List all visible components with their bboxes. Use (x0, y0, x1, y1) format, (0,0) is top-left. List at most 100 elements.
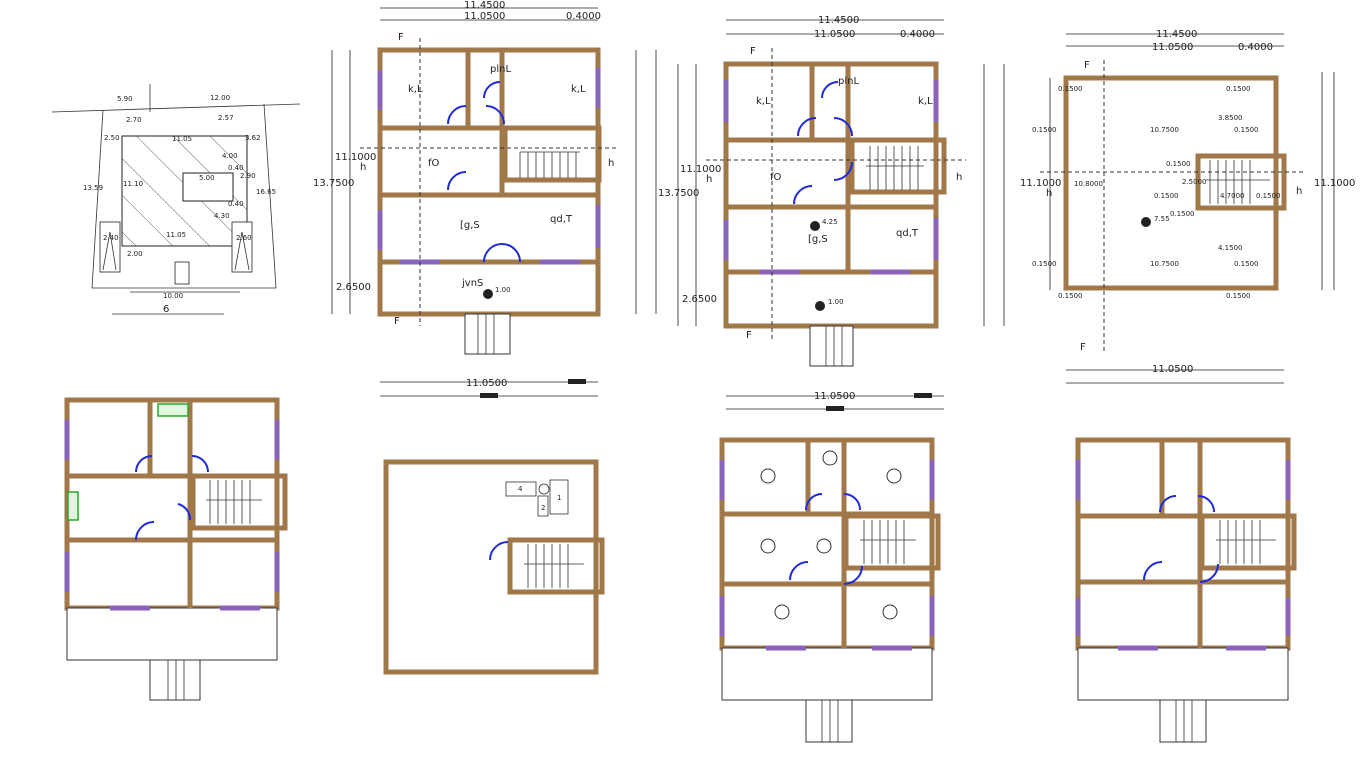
roof-h: h (1046, 188, 1052, 199)
site-dim: 2.60 (236, 234, 252, 242)
plan2-room: plnL (838, 76, 859, 87)
roof-dim: 0.1500 (1226, 85, 1251, 93)
roof-dim-right-side: 11.1000 (1314, 178, 1355, 189)
socket-plan (1075, 437, 1297, 743)
roof-dim: 4.7000 (1220, 192, 1245, 200)
roof-dim-right: 0.4000 (1238, 42, 1273, 53)
roof-dim: 0.1500 (1226, 292, 1251, 300)
site-dim: 3.62 (245, 134, 261, 142)
site-dim: 4.30 (214, 212, 230, 220)
plan1-dim-main: 11.0500 (464, 11, 505, 22)
plan1-dim-left: 13.7500 (313, 178, 354, 189)
plan1-room: [g,S (460, 220, 480, 231)
site-dim: 10.00 (163, 292, 183, 300)
site-scale-label: 6 (163, 304, 169, 315)
site-dim: 0.40 (228, 200, 244, 208)
site-dim: 5.90 (117, 95, 133, 103)
terrace-dim: 11.0500 (466, 378, 507, 389)
roof-dim-left: 11.1000 (1020, 178, 1061, 189)
plan2-dim-low: 2.6500 (682, 294, 717, 305)
plan2-dim-mid: 11.1000 (680, 164, 721, 175)
roof-dim: 10.7500 (1150, 126, 1179, 134)
plan1-dim-low: 2.6500 (336, 282, 371, 293)
plan1-dim-right: 0.4000 (566, 11, 601, 22)
roof-dim: 0.1500 (1170, 210, 1195, 218)
site-dim: 2.70 (126, 116, 142, 124)
roof-h: h (1296, 186, 1302, 197)
plan2-dim-total: 11.4500 (818, 15, 859, 26)
roof-section: F (1084, 60, 1090, 71)
roof-dim: 0.1500 (1032, 126, 1057, 134)
fixture-label: 1 (557, 494, 561, 502)
plan2-level: 1.00 (828, 298, 844, 306)
plan2-dim-main: 11.0500 (814, 29, 855, 40)
site-dim: 2.57 (218, 114, 234, 122)
site-dim: 5.00 (199, 174, 215, 182)
roof-dim-bottom: 11.0500 (1152, 364, 1193, 375)
plan2-room: [g,S (808, 234, 828, 245)
plan1-dim-total: 11.4500 (464, 0, 505, 11)
roof-dim: 0.1500 (1166, 160, 1191, 168)
fixture-label: 2 (541, 504, 545, 512)
roof-dim: 4.1500 (1218, 244, 1243, 252)
site-dim: 0.40 (228, 164, 244, 172)
plan2-section: F (750, 46, 756, 57)
roof-dim: 0.1500 (1154, 192, 1179, 200)
plan1-level: 1.00 (495, 286, 511, 294)
plan1-room: jvnS (461, 278, 483, 289)
fixture-label: 4 (518, 485, 523, 493)
site-dim: 4.00 (222, 152, 238, 160)
plan1-room: fO (428, 158, 440, 169)
floor-plan-1: 11.4500 11.0500 0.4000 13.7500 11.1000 2… (313, 0, 657, 355)
plan1-room: k,L (571, 84, 586, 95)
roof-dim: 0.1500 (1058, 85, 1083, 93)
floor-plan-2: 11.4500 11.0500 0.4000 13.7500 11.1000 2… (658, 15, 1005, 367)
plan2-room: k,L (918, 96, 933, 107)
site-dim: 2.50 (104, 134, 120, 142)
plan2-room: k,L (756, 96, 771, 107)
plan1-section: F (394, 316, 400, 327)
roof-dim: 3.8500 (1218, 114, 1243, 122)
site-dim: 16.65 (256, 188, 276, 196)
roof-dim: 0.1500 (1234, 260, 1259, 268)
plan1-h: h (608, 158, 614, 169)
plan2-room: qd,T (896, 228, 919, 239)
roof-dim: 10.8000 (1074, 180, 1103, 188)
roof-dim: 0.1500 (1032, 260, 1057, 268)
roof-dim: 10.7500 (1150, 260, 1179, 268)
site-dim: 11.05 (166, 231, 186, 239)
plan1-h: h (360, 162, 366, 173)
lighting-dim: 11.0500 (814, 391, 855, 402)
roof-dim: 0.1500 (1058, 292, 1083, 300)
plan2-dim-left: 13.7500 (658, 188, 699, 199)
terrace-plan: 11.0500 4 2 1 (380, 378, 605, 675)
roof-dim-main: 11.0500 (1152, 42, 1193, 53)
site-dim: 2.00 (127, 250, 143, 258)
site-dim: 2.90 (240, 172, 256, 180)
site-dim: 11.05 (172, 135, 192, 143)
plan1-room: plnL (490, 64, 511, 75)
plan2-room: fO (770, 172, 782, 183)
lighting-plan: 11.0500 (719, 391, 944, 743)
plan2-level: 4.25 (822, 218, 838, 226)
site-dim: 12.00 (210, 94, 230, 102)
plan1-room: k,L (408, 84, 423, 95)
plan1-dim-mid: 11.1000 (335, 152, 376, 163)
plan2-h: h (956, 172, 962, 183)
roof-dim: 0.1500 (1234, 126, 1259, 134)
roof-dim: 2.5000 (1182, 178, 1207, 186)
plan2-h: h (706, 174, 712, 185)
roof-section: F (1080, 342, 1086, 353)
site-dim: 11.10 (123, 180, 143, 188)
plan1-room: qd,T (550, 214, 573, 225)
plan2-dim-right: 0.4000 (900, 29, 935, 40)
roof-dim: 0.1500 (1256, 192, 1281, 200)
plan2-section: F (746, 330, 752, 341)
roof-dim-total: 11.4500 (1156, 29, 1197, 40)
site-dim: 13.59 (83, 184, 103, 192)
furniture-plan (64, 397, 288, 701)
site-plan: 5.90 12.00 2.50 2.70 2.57 3.62 11.05 4.0… (51, 84, 301, 315)
roof-plan: 11.4500 11.0500 0.4000 11.1000 11.1000 1… (1020, 29, 1355, 384)
site-dim: 2.40 (103, 234, 119, 242)
